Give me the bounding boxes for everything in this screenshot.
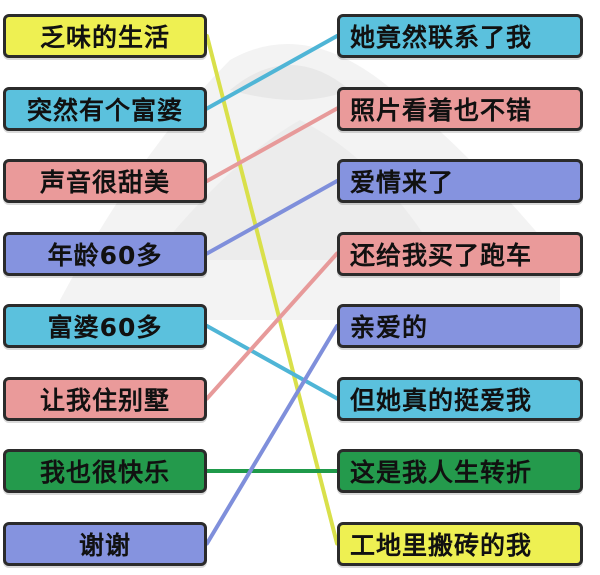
- connector-line-4: [205, 324, 339, 401]
- right-card-label: 这是我人生转折: [350, 458, 533, 487]
- left-card-4[interactable]: 富婆60多: [3, 304, 207, 348]
- right-card-label: 工地里搬砖的我: [350, 530, 533, 560]
- left-card-label: 乏味的生活: [39, 23, 170, 52]
- left-card-label: 我也很快乐: [39, 458, 170, 487]
- right-card-4[interactable]: 亲爱的: [337, 304, 583, 348]
- right-card-label: 爱情来了: [350, 168, 455, 197]
- right-card-label: 照片看着也不错: [350, 95, 533, 125]
- left-card-label: 谢谢: [78, 530, 131, 560]
- right-card-2[interactable]: 爱情来了: [337, 159, 583, 203]
- connector-line-2: [205, 106, 339, 183]
- right-card-6[interactable]: 这是我人生转折: [337, 449, 583, 493]
- left-card-1[interactable]: 突然有个富婆: [3, 86, 207, 131]
- connector-line-0: [205, 34, 339, 546]
- left-card-0[interactable]: 乏味的生活: [3, 14, 207, 58]
- left-card-label: 年龄60多: [47, 240, 163, 270]
- connector-line-3: [205, 179, 339, 256]
- left-card-2[interactable]: 声音很甜美: [3, 159, 207, 203]
- right-card-label: 但她真的挺爱我: [350, 385, 533, 415]
- left-card-6[interactable]: 我也很快乐: [3, 449, 207, 493]
- left-card-5[interactable]: 让我住别墅: [3, 376, 207, 421]
- right-card-0[interactable]: 她竟然联系了我: [337, 14, 583, 58]
- left-card-label: 让我住别墅: [39, 385, 170, 415]
- left-card-label: 突然有个富婆: [26, 95, 183, 125]
- right-card-3[interactable]: 还给我买了跑车: [337, 231, 583, 276]
- right-card-label: 她竟然联系了我: [350, 23, 533, 52]
- right-card-5[interactable]: 但她真的挺爱我: [337, 376, 583, 421]
- right-card-label: 亲爱的: [350, 313, 429, 342]
- left-card-7[interactable]: 谢谢: [3, 521, 207, 566]
- left-card-label: 声音很甜美: [39, 168, 170, 197]
- left-card-label: 富婆60多: [47, 313, 163, 342]
- right-card-7[interactable]: 工地里搬砖的我: [337, 521, 583, 566]
- connector-line-1: [205, 34, 339, 111]
- connector-line-5: [205, 251, 339, 401]
- right-card-1[interactable]: 照片看着也不错: [337, 86, 583, 131]
- connector-line-7: [205, 324, 339, 546]
- right-card-label: 还给我买了跑车: [350, 240, 533, 270]
- left-card-3[interactable]: 年龄60多: [3, 231, 207, 276]
